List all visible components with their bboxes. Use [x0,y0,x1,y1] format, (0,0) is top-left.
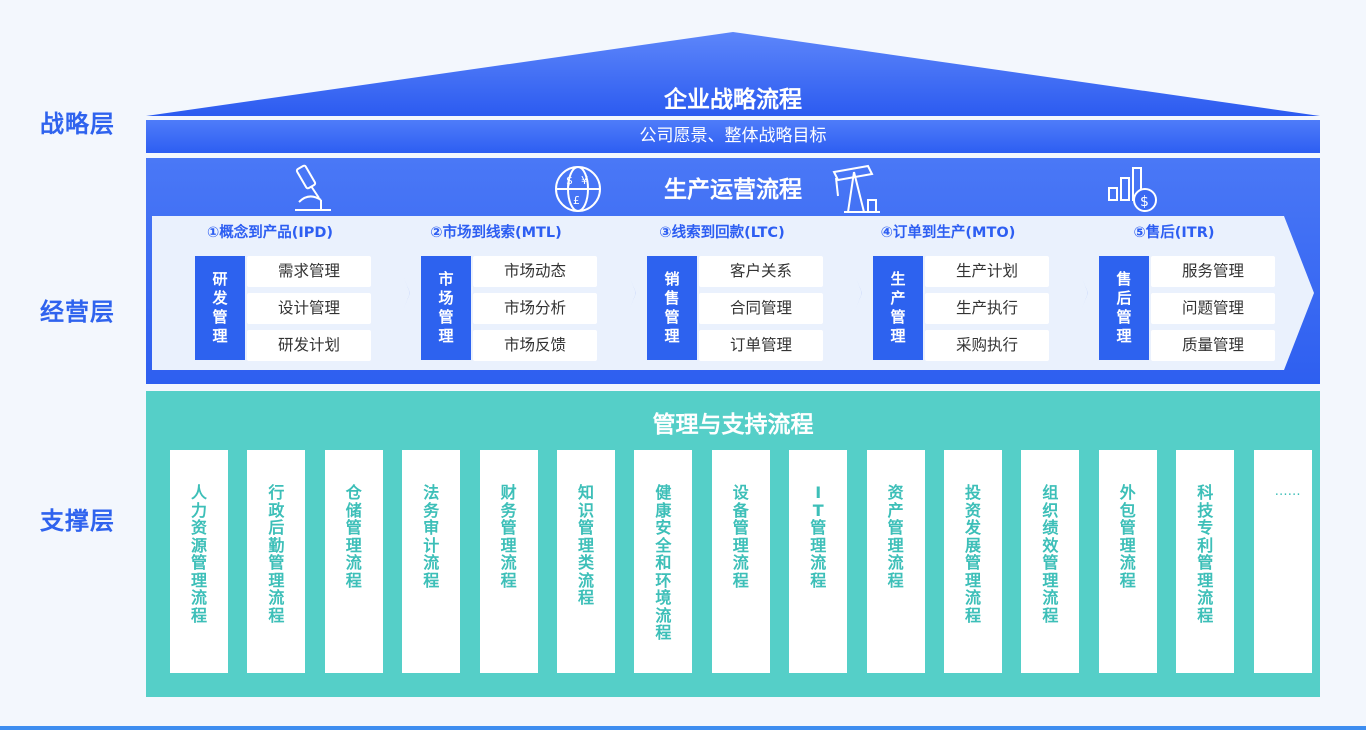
support-process-label: 资产管理流程 [887,483,904,590]
support-process-card: 组织绩效管理流程 [1021,450,1080,673]
process-category: 生产管理 [873,256,923,360]
svg-text:$: $ [1140,194,1149,210]
strategy-subtitle: 公司愿景、整体战略目标 [146,120,1320,153]
process-sub-item: 订单管理 [699,330,823,361]
support-process-card: 资产管理流程 [866,450,925,673]
support-process-label: 外包管理流程 [1119,483,1136,590]
process-category: 研发管理 [195,256,245,360]
process-sub-item: 客户关系 [699,256,823,287]
support-process-card: 投资发展管理流程 [944,450,1002,673]
support-process-label: 设备管理流程 [732,483,749,590]
support-process-card: IT管理流程 [789,450,848,673]
support-layer-label: 支撑层 [40,507,115,535]
svg-text:¥: ¥ [581,174,588,187]
svg-text:$: $ [566,174,573,187]
support-process-label: 行政后勤管理流程 [268,483,285,625]
support-process-label: 财务管理流程 [500,483,517,590]
process-category-label: 市场管理 [438,270,454,345]
support-process-card: 设备管理流程 [711,450,770,673]
microscope-icon [295,164,331,211]
process-sub-item: 问题管理 [1151,293,1275,324]
process-category-label: 生产管理 [890,270,906,345]
support-process-label: 法务审计流程 [423,483,440,590]
process-sub-item: 市场反馈 [473,330,597,361]
svg-text:£: £ [573,194,580,207]
support-process-label: 健康安全和环境流程 [655,483,672,642]
process-sub-item: 设计管理 [247,293,371,324]
support-process-label: …… [1274,484,1301,499]
support-process-card: 健康安全和环境流程 [634,450,693,673]
process-sub-item: 研发计划 [247,330,371,361]
support-process-card: 人力资源管理流程 [170,450,228,673]
process-title: ④订单到生产(MTO) [880,225,1016,241]
process-title: ②市场到线索(MTL) [430,225,562,241]
support-process-card: 法务审计流程 [402,450,461,673]
strategy-title: 企业战略流程 [664,87,802,113]
currency-globe-icon: $ ¥ £ [555,166,601,212]
process-sub-item: 质量管理 [1151,330,1275,361]
support-process-label: 人力资源管理流程 [191,483,208,625]
support-process-card: 知识管理类流程 [557,450,615,673]
process-sub-item: 市场分析 [473,293,597,324]
process-sub-item: 需求管理 [247,256,371,287]
money-chart-icon: $ [1108,167,1157,212]
oil-pump-icon [832,164,880,213]
process-category-label: 销售管理 [664,270,680,345]
process-title: ①概念到产品(IPD) [206,225,334,241]
process-category: 市场管理 [421,256,471,360]
process-category: 销售管理 [647,256,697,360]
support-process-card: 外包管理流程 [1098,450,1157,673]
support-process-card: 仓储管理流程 [324,450,383,673]
support-process-label: 科技专利管理流程 [1197,483,1214,625]
operation-layer-label: 经营层 [40,298,115,326]
support-process-label: 组织绩效管理流程 [1042,483,1059,625]
support-process-label: 知识管理类流程 [578,483,595,607]
support-process-card: 科技专利管理流程 [1176,450,1235,673]
strategy-layer-label: 战略层 [40,110,115,138]
process-category: 售后管理 [1099,256,1149,360]
support-process-card: 行政后勤管理流程 [247,450,306,673]
bottom-divider [0,726,1366,730]
strategy-roof [146,32,1320,116]
support-process-card: 财务管理流程 [479,450,538,673]
process-sub-item: 生产执行 [925,293,1049,324]
process-category-label: 研发管理 [212,270,228,345]
process-sub-item: 采购执行 [925,330,1049,361]
process-title: ③线索到回款(LTC) [659,225,785,241]
support-process-label: IT管理流程 [810,483,827,590]
support-title: 管理与支持流程 [652,412,814,438]
process-sub-item: 服务管理 [1151,256,1275,287]
process-sub-item: 合同管理 [699,293,823,324]
support-process-label: 仓储管理流程 [345,483,362,590]
support-process-card: …… [1253,450,1312,673]
support-process-label: 投资发展管理流程 [965,483,982,625]
process-title: ⑤售后(ITR) [1133,225,1215,241]
process-sub-item: 生产计划 [925,256,1049,287]
process-category-label: 售后管理 [1116,270,1132,345]
process-sub-item: 市场动态 [473,256,597,287]
operation-title: 生产运营流程 [664,177,802,203]
